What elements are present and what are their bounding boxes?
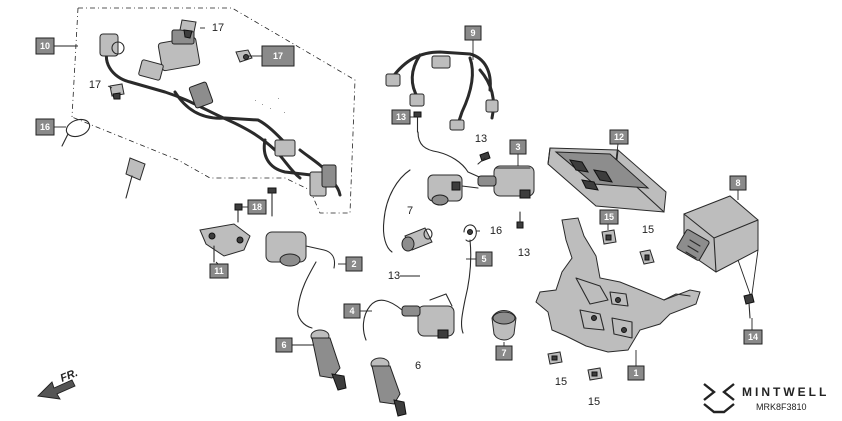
callout-7: 7 [495, 345, 513, 361]
clip-17-top[interactable] [179, 19, 197, 39]
plug-cap-7[interactable] [401, 227, 433, 252]
callout-16: 16 [35, 118, 55, 136]
ignition-coil-7[interactable] [427, 174, 479, 206]
label-15-c: 15 [588, 396, 600, 408]
svg-text:4: 4 [349, 306, 354, 316]
bolt-14[interactable] [743, 293, 755, 319]
svg-text:12: 12 [614, 132, 624, 142]
label-13-b: 13 [518, 247, 530, 259]
ignition-coil-3[interactable] [477, 165, 535, 199]
label-7: 7 [407, 205, 413, 217]
label-16: 16 [490, 225, 502, 237]
svg-text:2: 2 [351, 259, 356, 269]
label-13-a: 13 [475, 133, 487, 145]
clip-nut-15-d[interactable] [587, 367, 603, 381]
front-direction-arrow: FR. [37, 367, 80, 400]
svg-text:10: 10 [40, 41, 50, 51]
svg-text:17: 17 [273, 51, 283, 61]
sub-wire-harness[interactable] [385, 50, 499, 131]
bolt-13-lower[interactable] [516, 211, 524, 229]
label-17-top: 17 [212, 22, 224, 34]
clip-nut-15-c[interactable] [547, 351, 563, 365]
svg-text:9: 9 [470, 28, 475, 38]
ht-lead-5[interactable] [460, 239, 472, 334]
label-6: 6 [415, 360, 421, 372]
clip-17-right[interactable] [235, 49, 253, 63]
callout-2: 2 [345, 256, 363, 272]
callout-3: 3 [509, 139, 527, 155]
label-15-b: 15 [555, 376, 567, 388]
label-17-left: 17 [89, 79, 101, 91]
ecu-12[interactable] [547, 147, 667, 213]
svg-text:16: 16 [40, 122, 50, 132]
bolt-13-mid[interactable] [477, 151, 491, 165]
callout-6: 6 [275, 337, 293, 353]
callout-8: 8 [729, 175, 747, 191]
svg-text:6: 6 [281, 340, 286, 350]
bolt-18[interactable] [234, 203, 243, 223]
bolt-13-top[interactable] [413, 111, 422, 133]
ht-lead-loop[interactable] [382, 131, 487, 253]
coil-bracket-18[interactable] [199, 223, 251, 263]
callout-5: 5 [475, 251, 493, 267]
label-13-c: 13 [388, 270, 400, 282]
svg-text:11: 11 [214, 266, 224, 276]
clamp-16[interactable] [463, 224, 477, 242]
leader-lines [54, 27, 759, 366]
brand-name: MINTWELL [742, 385, 829, 399]
svg-text:3: 3 [515, 142, 520, 152]
callout-17: 17 [261, 45, 295, 67]
svg-text:14: 14 [748, 332, 758, 342]
callout-9: 9 [464, 25, 482, 41]
ignition-coil-2[interactable] [265, 231, 336, 329]
svg-text:5: 5 [481, 254, 486, 264]
svg-text:FR.: FR. [59, 367, 80, 385]
diagram-code: MRK8F3810 [756, 402, 807, 412]
ecu-bracket-1[interactable] [535, 217, 701, 353]
plug-cap-6-left[interactable] [310, 329, 347, 391]
callout-18: 18 [247, 199, 267, 215]
brand-mark-icon [703, 383, 735, 414]
svg-text:18: 18 [252, 202, 262, 212]
svg-text:13: 13 [396, 112, 406, 122]
bolt-coil-top[interactable] [267, 187, 277, 217]
harness-plug[interactable] [125, 157, 146, 199]
callout-11: 11 [209, 263, 229, 279]
callout-12: 12 [609, 129, 629, 145]
svg-text:1: 1 [633, 368, 638, 378]
plug-cap-6-right[interactable] [370, 357, 407, 417]
brand-logo: MINTWELL MRK8F3810 [703, 383, 829, 414]
label-15-a: 15 [642, 224, 654, 236]
clip-17-left[interactable] [109, 83, 125, 100]
callout-13: 13 [391, 109, 411, 125]
cap-7[interactable] [491, 310, 517, 341]
ignition-coil-4[interactable] [362, 293, 455, 341]
callout-15: 15 [599, 209, 619, 225]
callout-4: 4 [343, 303, 361, 319]
callout-14: 14 [743, 329, 763, 345]
svg-text:7: 7 [501, 348, 506, 358]
callout-1: 1 [627, 365, 645, 381]
regulator-rectifier-8[interactable] [676, 195, 759, 273]
callout-10: 10 [35, 37, 55, 55]
harness-boundary [71, 7, 356, 214]
clip-nut-15-b[interactable] [639, 249, 655, 265]
svg-text:15: 15 [604, 212, 614, 222]
main-wire-harness[interactable] [99, 29, 342, 197]
clip-nut-15-a[interactable] [601, 229, 617, 245]
band-16[interactable] [61, 116, 92, 147]
svg-text:8: 8 [735, 178, 740, 188]
